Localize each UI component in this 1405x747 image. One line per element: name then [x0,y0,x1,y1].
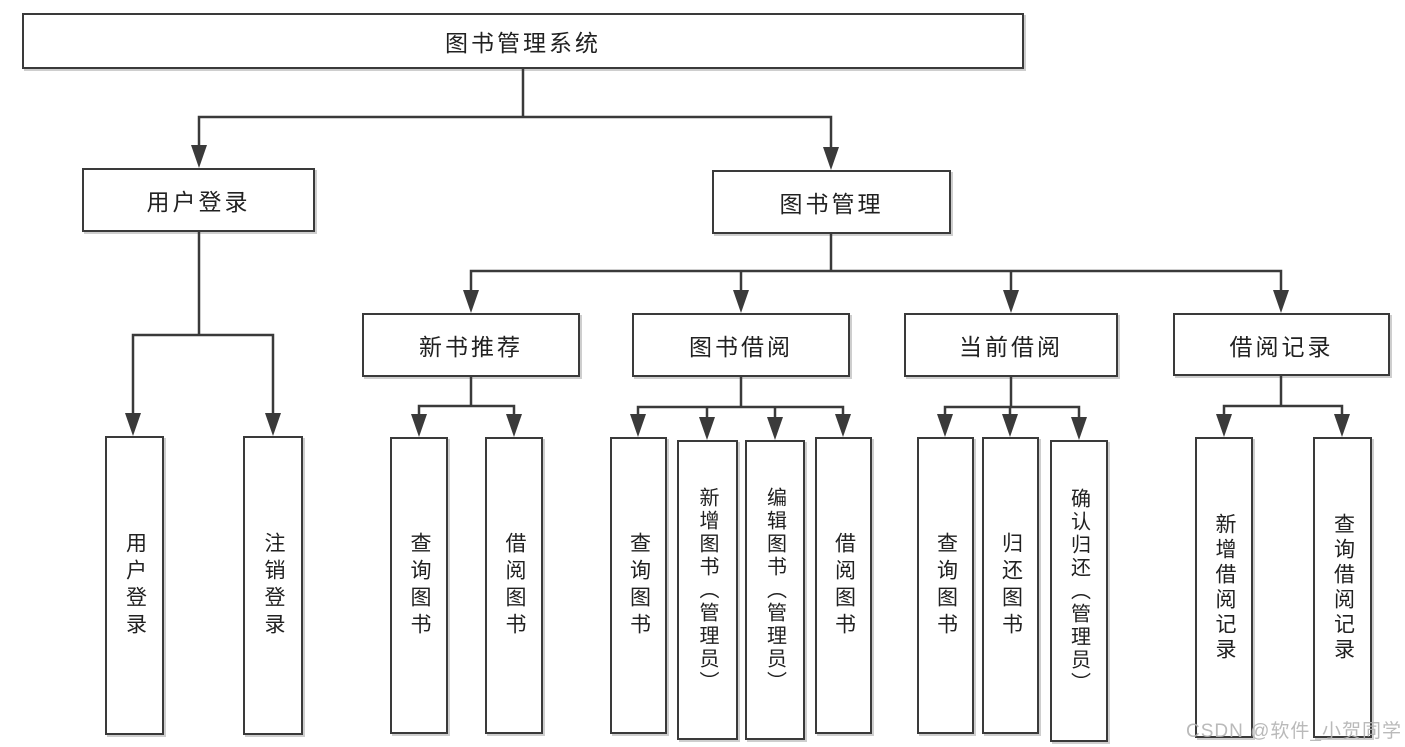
leaf-label: 新增图书（管理员） [696,486,718,694]
leaf-logout: 注销登录 [243,436,303,735]
leaf-borrowing-query-books: 查询图书 [610,437,667,734]
node-book-management: 图书管理 [712,170,951,234]
leaf-label: 编辑图书（管理员） [763,486,786,694]
leaf-label: 确认归还（管理员） [1067,487,1090,695]
node-new-book-recommend: 新书推荐 [362,313,580,377]
leaf-records-add-borrow-record: 新增借阅记录 [1195,437,1253,738]
node-label: 图书管理系统 [445,30,601,56]
leaf-label: 归还图书 [999,531,1023,640]
node-book-borrowing: 图书借阅 [632,313,850,377]
leaf-recommend-borrow-books: 借阅图书 [485,437,543,734]
leaf-label: 查询图书 [934,531,958,640]
node-label: 新书推荐 [419,334,523,360]
leaf-label: 查询图书 [627,531,651,640]
node-label: 图书借阅 [689,334,793,360]
leaf-user-login: 用户登录 [105,436,164,735]
leaf-label: 查询图书 [408,531,431,640]
leaf-label: 新增借阅记录 [1213,512,1236,663]
leaf-borrowing-add-books-admin: 新增图书（管理员） [677,440,738,740]
leaf-label: 借阅图书 [503,531,526,640]
node-borrowing-records: 借阅记录 [1173,313,1390,376]
node-current-borrowing: 当前借阅 [904,313,1118,377]
leaf-label: 注销登录 [262,531,285,640]
leaf-current-return-books: 归还图书 [982,437,1039,734]
leaf-current-query-books: 查询图书 [917,437,974,734]
arrowheads [125,145,1350,440]
node-label: 当前借阅 [959,334,1063,360]
node-label: 用户登录 [146,189,251,215]
leaf-recommend-query-books: 查询图书 [390,437,448,734]
leaf-borrowing-borrow-books: 借阅图书 [815,437,872,734]
node-library-management-system: 图书管理系统 [22,13,1024,69]
leaf-records-query-borrow-record: 查询借阅记录 [1313,437,1372,738]
leaf-current-confirm-return-admin: 确认归还（管理员） [1050,440,1108,742]
node-user-login: 用户登录 [82,168,315,232]
node-label: 借阅记录 [1229,333,1334,360]
leaf-label: 查询借阅记录 [1331,512,1355,663]
leaf-borrowing-edit-books-admin: 编辑图书（管理员） [745,440,805,740]
node-label: 图书管理 [779,191,884,217]
leaf-label: 用户登录 [123,531,147,640]
csdn-watermark: CSDN @软件_小贺同学 [1186,721,1402,742]
leaf-label: 借阅图书 [832,531,856,640]
